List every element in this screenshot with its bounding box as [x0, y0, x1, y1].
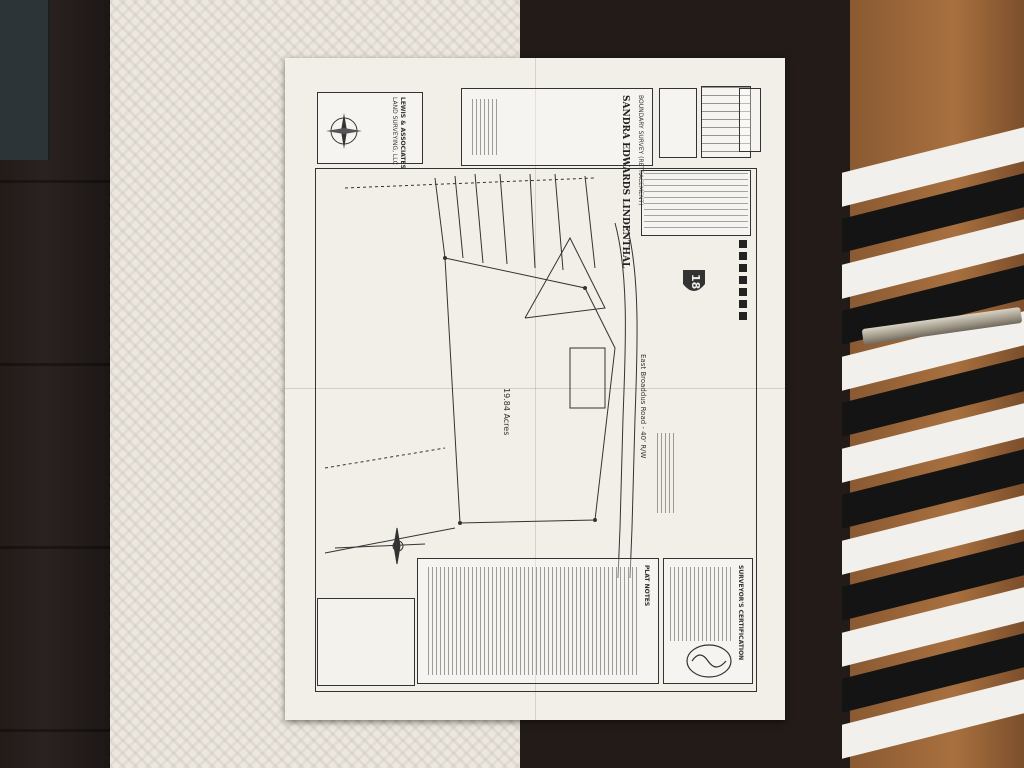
curve-data-table [641, 170, 751, 236]
plat-notes-box: PLAT NOTES [417, 558, 659, 684]
scale-bar [739, 240, 747, 320]
paper-fold-line [285, 388, 785, 389]
surveyor-seal-icon [686, 644, 732, 678]
north-arrow-icon [334, 527, 426, 565]
road-label: East Broaddus Road - 40' R/W [639, 354, 647, 459]
drawing-frame [315, 168, 757, 692]
sheet-number-box [739, 88, 761, 152]
survey-plat-sheet: LEWIS & ASSOCIATES LAND SURVEYING, LLC B… [285, 58, 785, 720]
route-shield-icon [683, 270, 705, 291]
acreage-label: 19.84 Acres [502, 388, 511, 436]
company-title-box: LEWIS & ASSOCIATES LAND SURVEYING, LLC [317, 92, 423, 169]
certification-text [670, 567, 734, 641]
legend-box [317, 598, 415, 686]
plat-notes-title: PLAT NOTES [643, 565, 650, 607]
surveyor-certification-box: SURVEYOR'S CERTIFICATION [663, 558, 753, 684]
paper-fold-line [535, 58, 536, 720]
door-panel [0, 0, 50, 160]
certification-title: SURVEYOR'S CERTIFICATION [737, 565, 744, 661]
stamp-box [659, 88, 697, 158]
parcel-boundary-drawing [324, 173, 638, 579]
plat-notes-text [428, 567, 638, 675]
client-details-text [472, 99, 500, 155]
compass-rose-icon [326, 113, 362, 149]
route-shield: 18 [681, 266, 707, 298]
client-title-box: BOUNDARY SURVEY (RETRACEMENT) SANDRA EDW… [461, 88, 653, 268]
revision-table [701, 86, 751, 158]
route-number: 18 [689, 274, 702, 290]
line-data-table [657, 433, 677, 513]
